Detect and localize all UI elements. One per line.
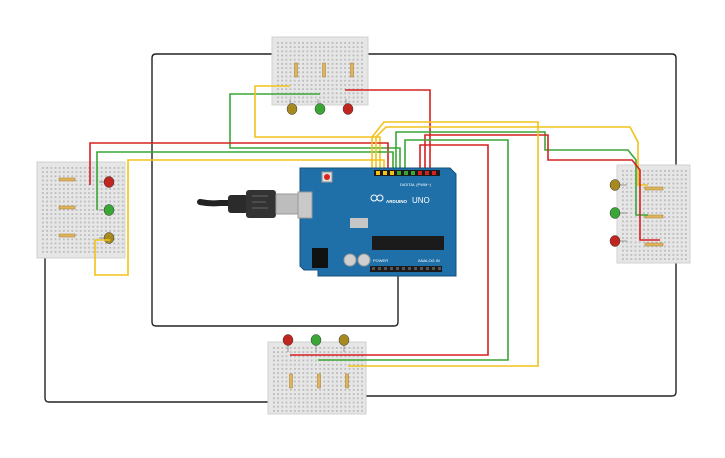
breadboards (36, 36, 691, 415)
ground-wires (44, 53, 677, 403)
resistor (58, 205, 76, 210)
resistor (644, 242, 664, 247)
resistor (58, 233, 76, 238)
wire-top-red (345, 89, 431, 168)
breadboard-top (271, 36, 369, 115)
power-jack (312, 248, 328, 268)
wire-right-red (424, 134, 660, 241)
model-label: UNO (412, 196, 430, 205)
analog-label: ANALOG IN (418, 258, 440, 263)
header-pin (397, 171, 401, 175)
chip-atmega (372, 236, 444, 250)
wire-right-yellow (375, 126, 648, 186)
led (282, 334, 294, 346)
breadboard-holes (42, 167, 124, 253)
led (310, 334, 322, 346)
breadboard-right (609, 164, 691, 264)
power-label: POWER (373, 258, 388, 263)
resistor (58, 177, 76, 182)
resistor (322, 62, 326, 78)
header-pin (418, 171, 422, 175)
wire-top-green (229, 93, 401, 168)
resistor (644, 214, 664, 219)
header-pin (376, 171, 380, 175)
led (103, 232, 115, 244)
arduino-uno-board: DIGITAL (PWM~) ARDUINO UNO POWER ANALOG … (297, 167, 457, 277)
digital-label: DIGITAL (PWM~) (400, 182, 432, 187)
resistor (644, 186, 664, 191)
header-pin (411, 171, 415, 175)
capacitor-2 (357, 253, 371, 267)
digital-header (374, 170, 440, 176)
resistor (294, 62, 298, 78)
brand-label: ARDUINO (386, 199, 407, 204)
led (286, 103, 298, 115)
header-pin (425, 171, 429, 175)
ground-wire-left (44, 255, 268, 403)
ground-wire-loop (151, 53, 677, 397)
wire-left-green (96, 151, 394, 210)
led (342, 103, 354, 115)
resistor (350, 62, 354, 78)
header-pin (390, 171, 394, 175)
breadboard-bottom (267, 334, 367, 415)
led (609, 207, 621, 219)
breadboard-left (36, 161, 126, 259)
led (314, 103, 326, 115)
power-analog-header (370, 266, 442, 272)
wire-bottom-green (318, 139, 509, 361)
wire-left-red (89, 142, 389, 185)
resistor (317, 373, 321, 389)
wire-bottom-yellow (348, 121, 539, 367)
resistor (345, 373, 349, 389)
usb-port (297, 191, 313, 219)
resistor (289, 373, 293, 389)
header-pin (383, 171, 387, 175)
led (609, 235, 621, 247)
header-pin (432, 171, 436, 175)
wire-right-green (395, 131, 648, 216)
header-pin (404, 171, 408, 175)
signal-wires (89, 85, 660, 367)
wire-top-yellow (254, 85, 381, 168)
breadboard-holes (277, 42, 363, 103)
wire-left-yellow (94, 159, 385, 276)
breadboard-holes (273, 347, 363, 412)
usb-plug-icon (197, 190, 301, 218)
capacitor-1 (343, 253, 357, 267)
led (609, 179, 621, 191)
led (103, 176, 115, 188)
led (338, 334, 350, 346)
wire-bottom-red (290, 144, 489, 356)
led (103, 204, 115, 216)
